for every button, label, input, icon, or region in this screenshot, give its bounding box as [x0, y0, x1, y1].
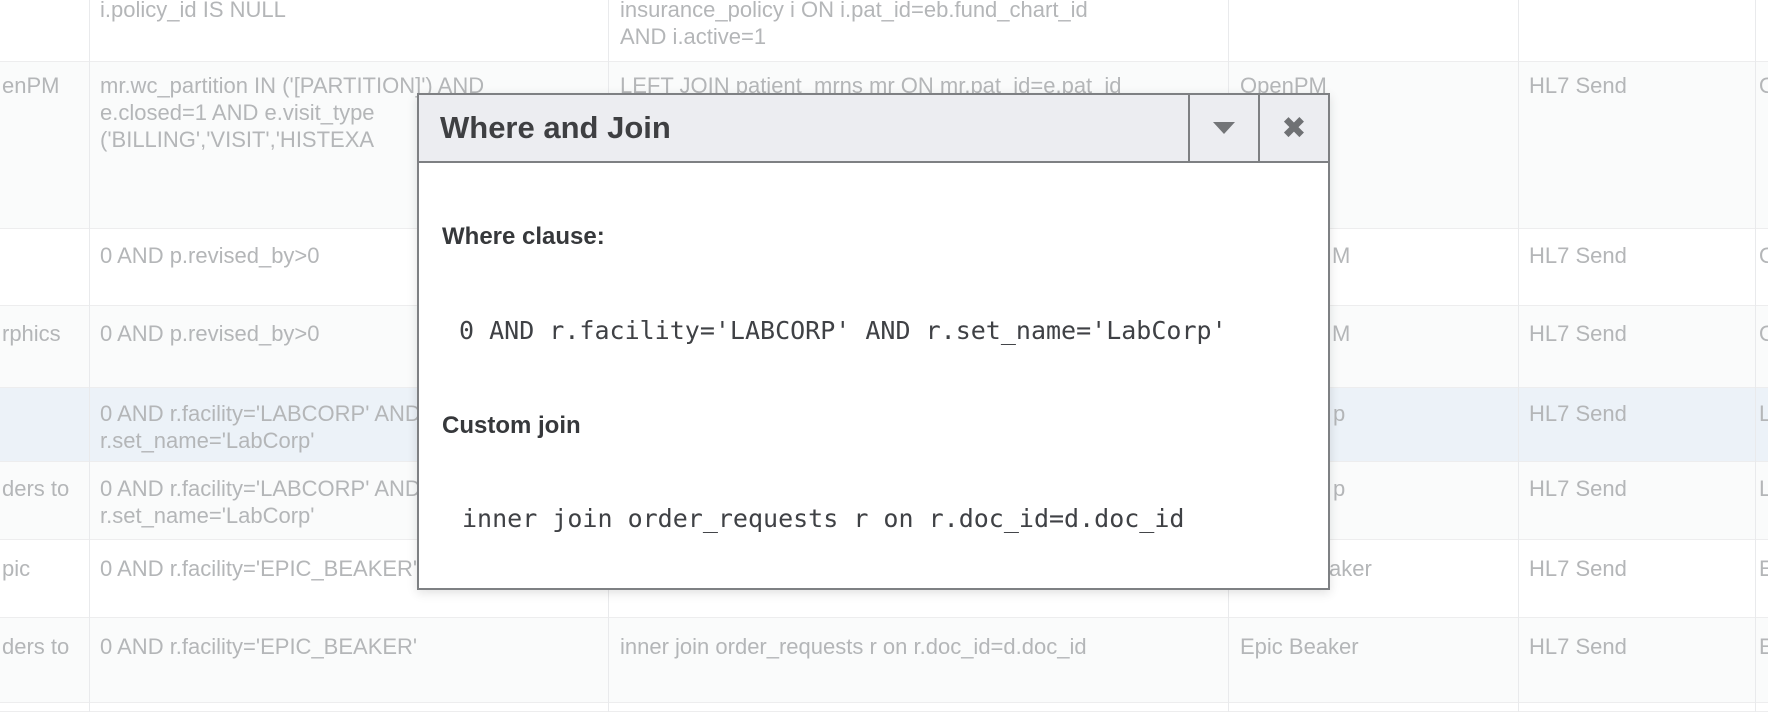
cell-where-clause: 0 AND p.revised_by>0 — [100, 243, 320, 268]
cell-system-2: Epic Beaker — [1759, 634, 1768, 659]
custom-join-label: Custom join — [442, 412, 581, 439]
cell-system-2: OpenPM — [1759, 243, 1768, 268]
dialog-title: Where and Join — [440, 110, 671, 145]
where-clause-label: Where clause: — [442, 223, 605, 250]
cell-where-clause: 0 AND p.revised_by>0 — [100, 321, 320, 346]
cell-action: HL7 Send — [1529, 556, 1627, 581]
column-divider — [1755, 0, 1756, 712]
cell-action: HL7 Send — [1529, 476, 1627, 501]
cell-where-clause: e.closed=1 AND e.visit_type — [100, 100, 375, 125]
cell-system: M — [1332, 321, 1351, 346]
cell-action: HL7 Send — [1529, 634, 1627, 659]
cell-where-clause: 0 AND r.facility='LABCORP' AND — [100, 401, 421, 426]
cell-system-2: OpenPM — [1759, 73, 1768, 98]
cell-where-clause: r.set_name='LabCorp' — [100, 428, 315, 453]
cell-name: ders to — [2, 634, 70, 659]
cell-system: p — [1333, 401, 1346, 426]
caret-down-icon — [1213, 122, 1235, 134]
cell-name: enPM — [2, 73, 60, 98]
where-clause-value[interactable]: 0 AND r.facility='LABCORP' AND r.set_nam… — [459, 316, 1227, 345]
cell-system: M — [1332, 243, 1351, 268]
column-divider — [89, 0, 90, 712]
cell-where-clause: i.policy_id IS NULL — [100, 0, 286, 22]
table-row[interactable]: i.policy_id IS NULL insurance_policy i ON… — [0, 0, 1768, 62]
table-row[interactable] — [0, 703, 1768, 712]
cell-name: pic — [2, 556, 31, 581]
cell-join-clause: inner join order_requests r on r.doc_id=… — [620, 634, 1087, 659]
cell-join-clause: insurance_policy i ON i.pat_id=eb.fund_c… — [620, 0, 1088, 22]
custom-join-value[interactable]: inner join order_requests r on r.doc_id=… — [462, 504, 1185, 533]
column-divider — [1518, 0, 1519, 712]
dialog-header[interactable]: Where and Join ✖ — [419, 95, 1328, 163]
cell-system: aker — [1329, 556, 1372, 581]
cell-name: rphics — [2, 321, 61, 346]
cell-action: HL7 Send — [1529, 401, 1627, 426]
cell-where-clause: 0 AND r.facility='LABCORP' AND — [100, 476, 421, 501]
close-button[interactable]: ✖ — [1258, 95, 1328, 161]
cell-action: HL7 Send — [1529, 321, 1627, 346]
cell-action: HL7 Send — [1529, 73, 1627, 98]
close-icon: ✖ — [1281, 110, 1307, 146]
cell-where-clause: 0 AND r.facility='EPIC_BEAKER' — [100, 634, 418, 659]
cell-system-2: OpenPM — [1759, 321, 1768, 346]
minimize-button[interactable] — [1188, 95, 1258, 161]
cell-system: p — [1333, 476, 1346, 501]
cell-where-clause: ('BILLING','VISIT','HISTEXA — [100, 127, 375, 152]
cell-action: HL7 Send — [1529, 243, 1627, 268]
cell-system: Epic Beaker — [1240, 634, 1359, 659]
cell-name: ders to — [2, 476, 70, 501]
where-and-join-dialog: Where and Join ✖ Where clause: 0 AND r.f… — [417, 93, 1330, 590]
cell-where-clause: 0 AND r.facility='EPIC_BEAKER' — [100, 556, 418, 581]
cell-where-clause: r.set_name='LabCorp' — [100, 503, 315, 528]
cell-join-clause: AND i.active=1 — [620, 24, 767, 49]
cell-system-2: Epic Beaker — [1759, 556, 1768, 581]
cell-system-2: LabCorp — [1759, 476, 1768, 501]
cell-system-2: LabCorp — [1759, 401, 1768, 426]
table-row[interactable]: ders to 0 AND r.facility='EPIC_BEAKER' inn… — [0, 618, 1768, 703]
